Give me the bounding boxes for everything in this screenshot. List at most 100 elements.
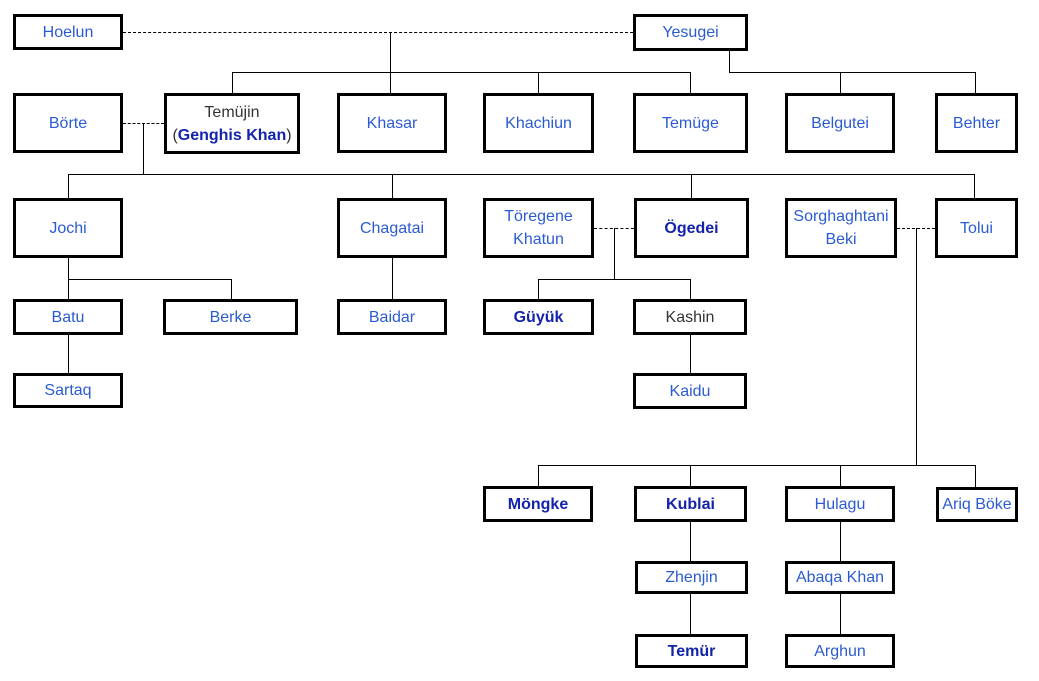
person-link-abaqa-khan[interactable]: Abaqa Khan [795,569,885,586]
connector-drop-hulagu [840,465,841,486]
connector-jochi-stem [68,258,69,279]
node-temuge: Temüge [633,93,748,153]
person-link-zhenjin[interactable]: Zhenjin [665,569,718,586]
person-link-toregene-line1[interactable]: Töregene [504,208,573,225]
person-link-yesugei[interactable]: Yesugei [662,24,719,41]
person-name-kashin: Kashin [665,308,715,326]
person-link-guyuk[interactable]: Güyük [513,308,564,326]
person-subtitle-genghis-khan: (Genghis Khan) [172,124,291,147]
node-mongke: Möngke [483,486,593,522]
connector-drop-khachiun [538,72,539,93]
node-khachiun: Khachiun [483,93,594,153]
node-berke: Berke [163,299,298,335]
node-guyuk: Güyük [483,299,594,335]
node-arghun: Arghun [785,634,895,668]
person-link-temuge[interactable]: Temüge [662,114,719,132]
connector-drop-temuge [690,72,691,93]
node-sorghaghtani-beki: Sorghaghtani Beki [785,198,897,258]
connector-drop-kublai [690,465,691,486]
node-ariq-boke: Ariq Böke [936,487,1018,522]
node-abaqa-khan: Abaqa Khan [785,561,895,594]
connector-bus-ogedei-children [538,279,690,280]
person-link-temur[interactable]: Temür [667,642,716,660]
connector-drop-mongke [538,465,539,486]
connector-drop-guyuk [538,279,539,299]
person-link-berke[interactable]: Berke [209,308,252,326]
connector-tolui-children-stem [916,228,917,465]
node-khasar: Khasar [337,93,447,153]
person-link-jochi[interactable]: Jochi [49,219,87,237]
person-link-belgutei[interactable]: Belgutei [811,114,869,132]
person-link-hulagu[interactable]: Hulagu [814,495,866,513]
person-link-ogedei[interactable]: Ögedei [664,219,719,237]
connector-drop-behter [975,72,976,93]
node-tolui: Tolui [935,198,1018,258]
connector-drop-ariq-boke [975,465,976,487]
person-link-toregene-line2[interactable]: Khatun [513,231,564,248]
person-name-temujin: Temüjin [204,103,260,121]
node-zhenjin: Zhenjin [635,561,748,594]
person-link-sartaq[interactable]: Sartaq [44,382,92,399]
node-hulagu: Hulagu [785,486,895,522]
person-link-kublai[interactable]: Kublai [666,495,715,513]
connector-ogedei-children-stem [614,228,615,279]
node-kaidu: Kaidu [633,373,747,409]
connector-chagatai-baidar [392,258,393,299]
node-batu: Batu [13,299,123,335]
connector-kublai-zhenjin [690,522,691,561]
person-link-arghun[interactable]: Arghun [814,642,866,660]
node-temur: Temür [635,634,748,668]
node-chagatai: Chagatai [337,198,447,258]
person-link-khasar[interactable]: Khasar [366,114,418,132]
connector-drop-tolui [974,174,975,198]
connector-bus-tolui-children [538,465,975,466]
person-link-borte[interactable]: Börte [48,114,88,132]
connector-bus-hoelun-children [232,72,690,73]
connector-drop-berke [231,279,232,299]
connector-drop-kashin [690,279,691,299]
person-link-hoelun[interactable]: Hoelun [42,23,94,41]
connector-bus-temujin-children [68,174,974,175]
person-link-batu[interactable]: Batu [51,308,85,326]
connector-hoelun-children-stem [390,32,391,93]
connector-hulagu-abaqa [840,522,841,561]
node-borte: Börte [13,93,123,153]
person-link-genghis-khan[interactable]: Genghis Khan [177,126,287,144]
node-behter: Behter [935,93,1018,153]
node-yesugei: Yesugei [633,14,748,51]
person-link-kaidu[interactable]: Kaidu [669,382,711,400]
connector-bus-jochi-children [68,279,231,280]
connector-drop-chagatai [392,174,393,198]
node-kashin: Kashin [633,299,747,335]
connector-batu-sartaq [68,335,69,373]
connector-drop-belgutei [840,72,841,93]
person-link-baidar[interactable]: Baidar [368,308,416,326]
node-temujin: Temüjin (Genghis Khan) [164,93,300,154]
paren-open: ( [172,126,178,144]
connector-temujin-children-stem [143,123,144,174]
person-link-tolui[interactable]: Tolui [960,219,993,237]
node-belgutei: Belgutei [785,93,895,153]
person-link-ariq-boke[interactable]: Ariq Böke [942,496,1012,513]
person-link-khachiun[interactable]: Khachiun [505,114,572,132]
node-sartaq: Sartaq [13,373,123,408]
connector-zhenjin-temur [690,594,691,634]
person-link-sorghaghtani-line1[interactable]: Sorghaghtani [793,208,889,225]
connector-bus-yesugei-children [729,72,975,73]
connector-drop-batu [68,279,69,299]
person-link-behter[interactable]: Behter [952,114,1001,132]
connector-yesugei-stem [729,49,730,72]
node-kublai: Kublai [634,486,747,522]
person-link-sorghaghtani-line2[interactable]: Beki [825,231,857,248]
marriage-line-hoelun-yesugei [123,32,633,33]
connector-drop-ogedei [691,174,692,198]
node-baidar: Baidar [337,299,447,335]
connector-drop-jochi [68,174,69,198]
connector-drop-temujin [232,72,233,93]
person-link-mongke[interactable]: Möngke [507,495,569,513]
connector-kashin-kaidu [690,335,691,373]
person-link-chagatai[interactable]: Chagatai [359,219,425,237]
connector-abaqa-arghun [840,594,841,634]
paren-close: ) [286,126,292,144]
